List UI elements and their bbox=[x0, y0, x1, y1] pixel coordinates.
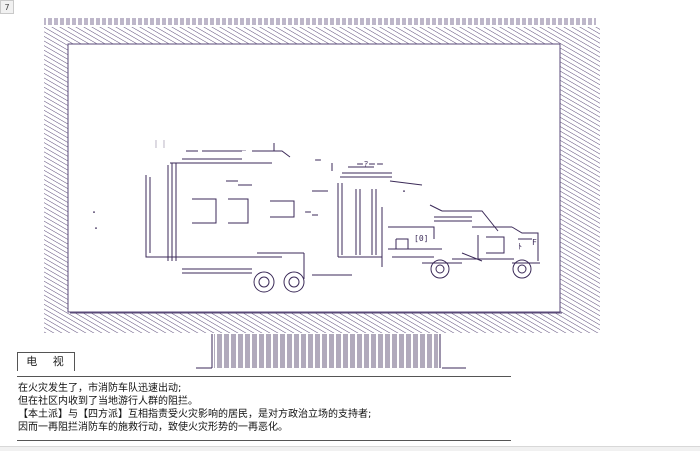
svg-text:｜: ｜ bbox=[152, 140, 160, 149]
svg-text:＝: ＝ bbox=[314, 156, 322, 165]
dialog-line: 但在社区内收到了当地游行人群的阻拦。 bbox=[18, 396, 198, 407]
svg-text:｜: ｜ bbox=[160, 140, 168, 149]
fire-truck-ascii-art-icon: ＿＿ ＝ ＝ｱ＝＝ ・ ＝ [0] ﾄ F ・ ・ ｜ ｜ bbox=[44, 18, 600, 333]
svg-text:・: ・ bbox=[400, 187, 408, 196]
svg-text:[0]: [0] bbox=[414, 234, 428, 243]
svg-text:F: F bbox=[532, 238, 537, 247]
tv-stand bbox=[196, 334, 496, 370]
speaker-name-tab: 电 视 bbox=[17, 352, 75, 371]
page-number-tab[interactable]: 7 bbox=[0, 0, 14, 14]
svg-text:ﾄ: ﾄ bbox=[518, 242, 522, 251]
dialog-top-rule bbox=[17, 376, 511, 377]
svg-text:・: ・ bbox=[92, 224, 100, 233]
svg-text:＝: ＝ bbox=[304, 208, 312, 217]
dialog-bottom-rule bbox=[17, 440, 511, 441]
svg-text:＝ｱ＝＝: ＝ｱ＝＝ bbox=[356, 160, 384, 169]
dialog-line: 在火灾发生了，市消防车队迅速出动; bbox=[18, 383, 182, 394]
svg-text:・: ・ bbox=[90, 208, 98, 217]
dialog-line: 因而一再阻拦消防车的施救行动，致使火灾形势的一再恶化。 bbox=[18, 422, 288, 433]
svg-text:＿＿: ＿＿ bbox=[230, 143, 246, 152]
dialog-text-block: 在火灾发生了，市消防车队迅速出动; 但在社区内收到了当地游行人群的阻拦。 【本土… bbox=[18, 382, 508, 434]
tv-stand-graphic bbox=[196, 334, 466, 369]
dialog-line: 【本土派】与【四方派】互相指责受火灾影响的居民，是对方政治立场的支持者; bbox=[18, 409, 372, 420]
viewer-bottom-bar bbox=[0, 446, 700, 451]
tv-screen-ascii-art: ＿＿ ＝ ＝ｱ＝＝ ・ ＝ [0] ﾄ F ・ ・ ｜ ｜ bbox=[42, 17, 602, 335]
